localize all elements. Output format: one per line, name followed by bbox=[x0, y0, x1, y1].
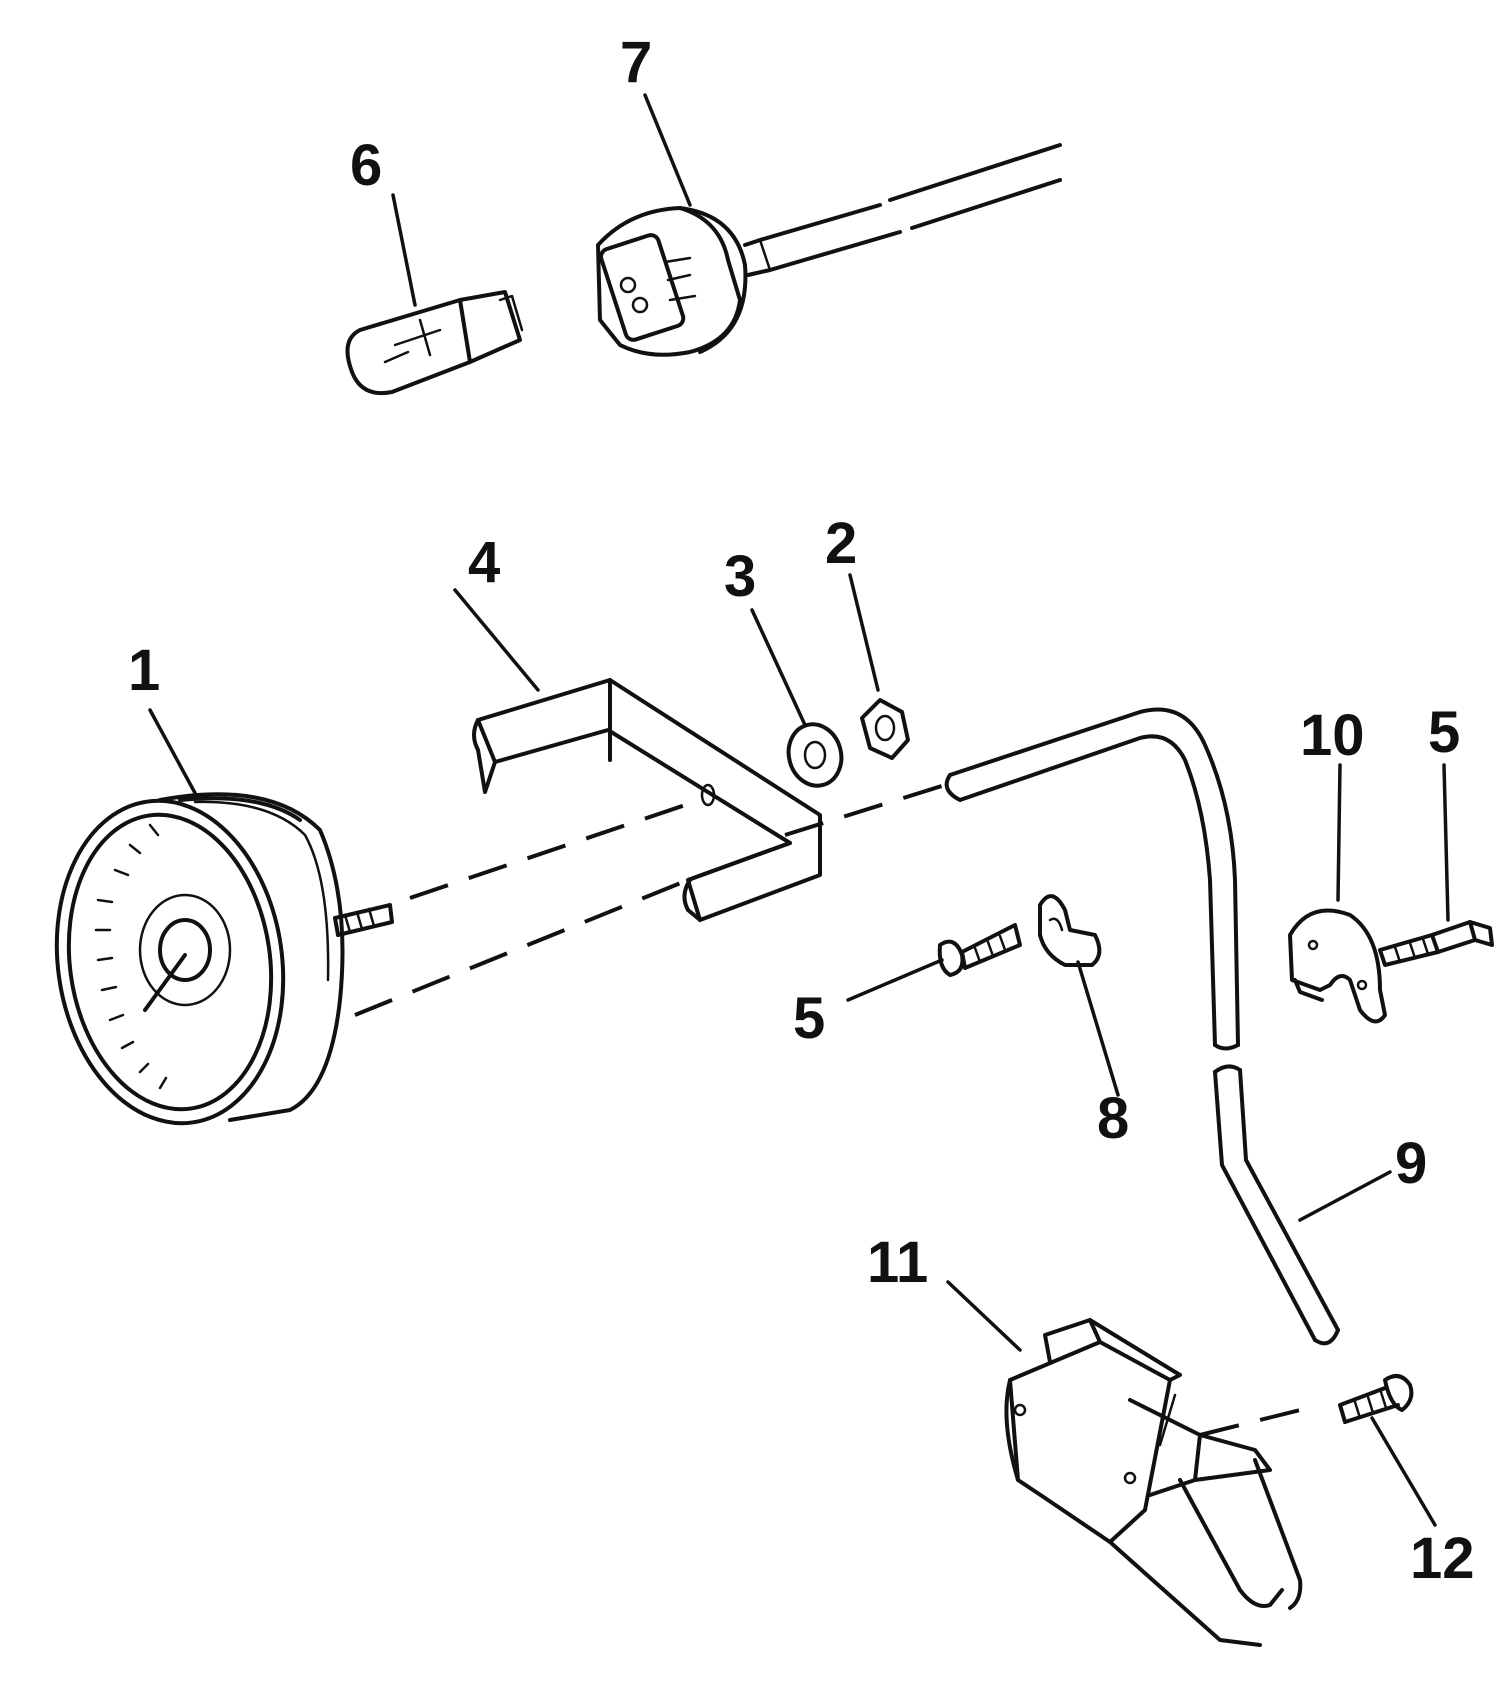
callout-4: 4 bbox=[468, 530, 500, 595]
leader-lines bbox=[148, 93, 1450, 1527]
callout-12: 12 bbox=[1410, 1526, 1475, 1591]
washer-part-3 bbox=[786, 722, 844, 788]
callout-7: 7 bbox=[620, 30, 652, 95]
callout-8: 8 bbox=[1097, 1086, 1129, 1151]
callout-5-left: 5 bbox=[793, 986, 825, 1051]
nut-part-2 bbox=[860, 698, 910, 760]
callout-3: 3 bbox=[724, 544, 756, 609]
callout-1: 1 bbox=[128, 638, 160, 703]
tube-part-9 bbox=[944, 707, 1340, 1346]
bracket-part-4 bbox=[472, 678, 822, 922]
socket-part-7 bbox=[596, 143, 1062, 357]
screw-part-5-right bbox=[1378, 920, 1494, 967]
callout-labels: 1 2 3 4 5 5 6 7 8 9 10 11 12 bbox=[128, 30, 1475, 1591]
callout-2: 2 bbox=[825, 511, 857, 576]
callout-11: 11 bbox=[867, 1230, 928, 1295]
callout-9: 9 bbox=[1395, 1131, 1427, 1196]
screw-part-12 bbox=[1338, 1374, 1414, 1424]
clamp-part-8 bbox=[1038, 894, 1102, 967]
callout-5-right: 5 bbox=[1428, 700, 1460, 765]
screw-part-5-left bbox=[937, 923, 1022, 977]
assembly-lines bbox=[354, 783, 1301, 1437]
bulb-part-6 bbox=[345, 290, 524, 395]
callout-6: 6 bbox=[350, 133, 382, 198]
gauge-part-1 bbox=[54, 792, 394, 1126]
callout-10: 10 bbox=[1300, 703, 1365, 768]
plate-part-10 bbox=[1288, 908, 1387, 1024]
sender-part-11 bbox=[1004, 1318, 1303, 1647]
